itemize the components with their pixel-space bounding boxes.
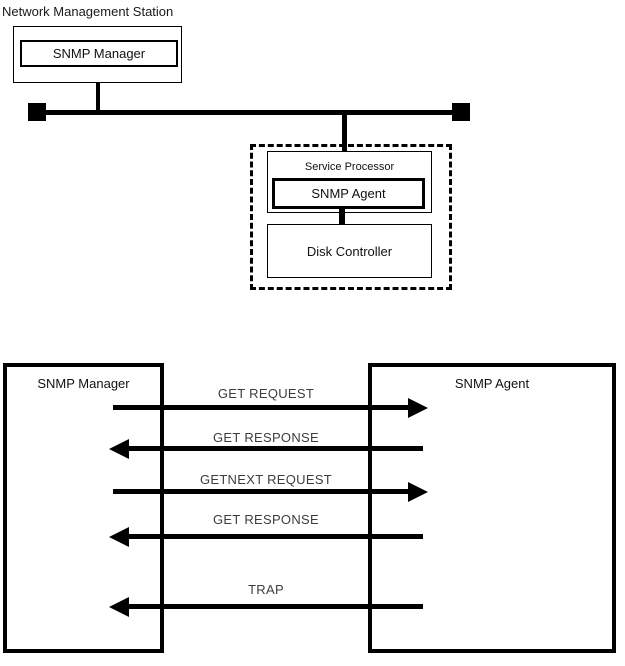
arrow-head-left-icon: [109, 527, 129, 547]
bus-terminator-left: [28, 103, 46, 121]
arrow-line-getnext-request: [113, 489, 409, 494]
message-label-trap: TRAP: [248, 582, 284, 597]
arrow-line-trap: [128, 604, 423, 609]
message-label-getnext-request: GETNEXT REQUEST: [199, 472, 333, 487]
agent-to-disk-connector-line: [339, 209, 345, 225]
snmp-agent-box: SNMP Agent: [272, 178, 425, 209]
arrow-head-right-icon: [408, 482, 428, 502]
service-processor-box: Service Processor SNMP Agent: [267, 151, 432, 213]
message-label-get-response-1: GET RESPONSE: [213, 430, 319, 445]
disk-controller-box: Disk Controller: [267, 224, 432, 278]
bus-to-device-connector-line: [342, 115, 347, 156]
service-processor-label: Service Processor: [304, 161, 395, 173]
message-label-get-request: GET REQUEST: [217, 386, 315, 401]
arrow-head-left-icon: [109, 439, 129, 459]
network-management-station-title: Network Management Station: [2, 4, 174, 19]
arrow-head-left-icon: [109, 597, 129, 617]
managed-device-dashed-box: [250, 144, 452, 290]
arrow-line-get-request: [113, 405, 409, 410]
snmp-manager-box: SNMP Manager: [20, 40, 178, 67]
nms-to-bus-connector-line: [96, 83, 100, 112]
arrow-line-get-response-1: [128, 446, 423, 451]
sequence-snmp-agent-label: SNMP Agent: [454, 376, 530, 391]
arrow-line-get-response-2: [128, 534, 423, 539]
network-bus-line: [32, 110, 468, 115]
arrow-head-right-icon: [408, 398, 428, 418]
bus-terminator-right: [452, 103, 470, 121]
sequence-snmp-manager-label: SNMP Manager: [37, 376, 130, 391]
network-management-station-box: SNMP Manager: [13, 26, 182, 83]
message-label-get-response-2: GET RESPONSE: [213, 512, 319, 527]
